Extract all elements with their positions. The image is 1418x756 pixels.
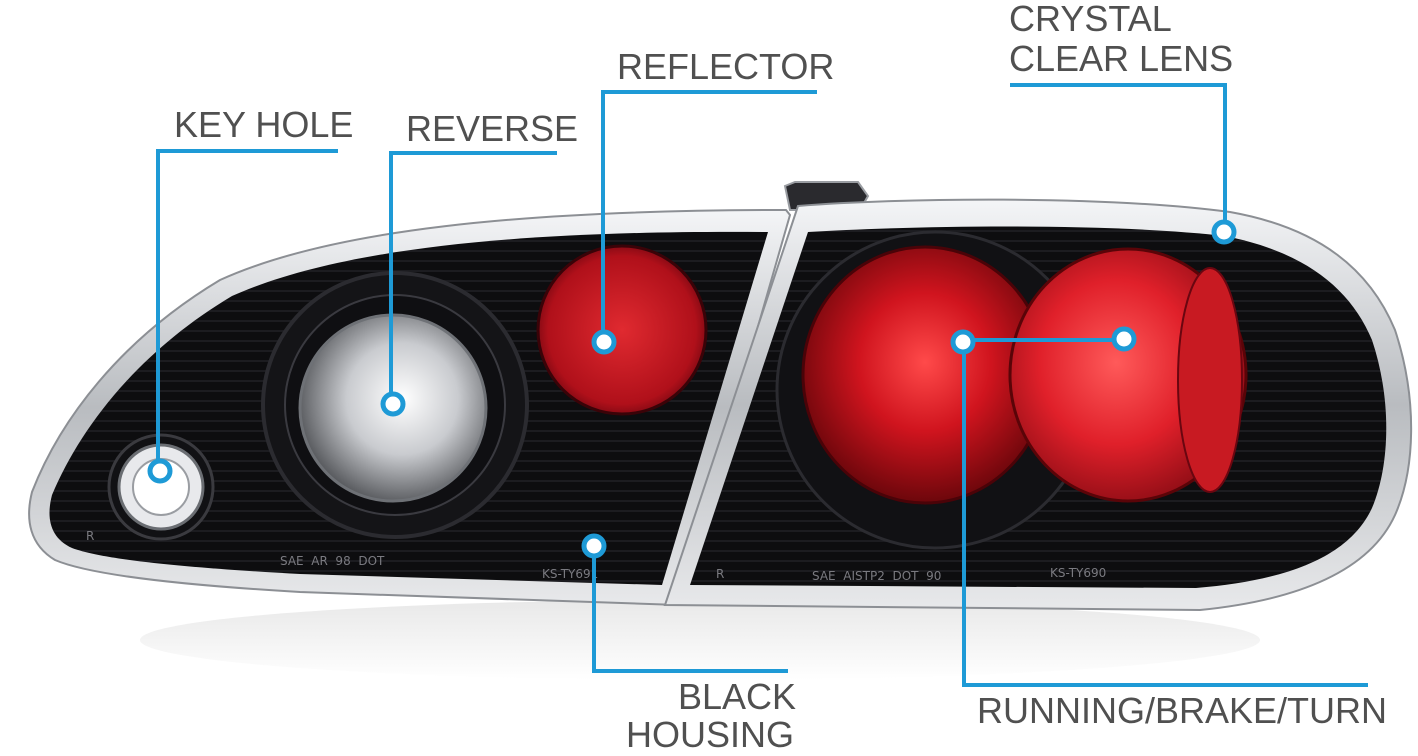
reverse-callout-line (389, 151, 557, 403)
left-sae-text: SAE AR 98 DOT (280, 554, 385, 568)
running-dot-left (950, 329, 976, 355)
crystal-lens-callout-line (1010, 83, 1227, 231)
crystal-clear-lens-label-line1: CRYSTAL (1009, 0, 1172, 39)
running-brake-turn-label: RUNNING/BRAKE/TURN (977, 690, 1388, 731)
reflector-callout-line (601, 90, 817, 341)
reverse-dot (380, 391, 406, 417)
right-sae-text: SAE AISTP2 DOT 90 (812, 569, 941, 583)
reflector-lens (536, 244, 708, 416)
key-hole-dot (147, 458, 173, 484)
black-housing-dot (581, 533, 607, 559)
running-dot-right (1111, 326, 1137, 352)
black-housing-label-line2: HOUSING (626, 714, 795, 755)
left-code-text: KS-TY691 (542, 567, 598, 581)
crystal-lens-dot (1211, 219, 1237, 245)
reverse-label: REVERSE (406, 108, 579, 149)
left-r-text: R (86, 529, 94, 543)
right-r-text: R (716, 567, 724, 581)
floor-shadow (140, 600, 1260, 680)
callout-lines (156, 83, 1368, 687)
black-housing-callout-line (592, 546, 788, 673)
key-hole-label: KEY HOLE (174, 104, 354, 145)
callout-dots (147, 219, 1237, 559)
crystal-clear-lens-label-line2: CLEAR LENS (1009, 38, 1234, 79)
running-callout-line (962, 338, 1368, 687)
key-hole-callout-line (156, 149, 338, 470)
black-housing-label-line1: BLACK (678, 676, 797, 717)
reflector-dot (591, 329, 617, 355)
brake-lens-right-rim (1177, 267, 1243, 493)
reflector-label: REFLECTOR (617, 46, 835, 87)
right-code-text: KS-TY690 (1050, 566, 1106, 580)
